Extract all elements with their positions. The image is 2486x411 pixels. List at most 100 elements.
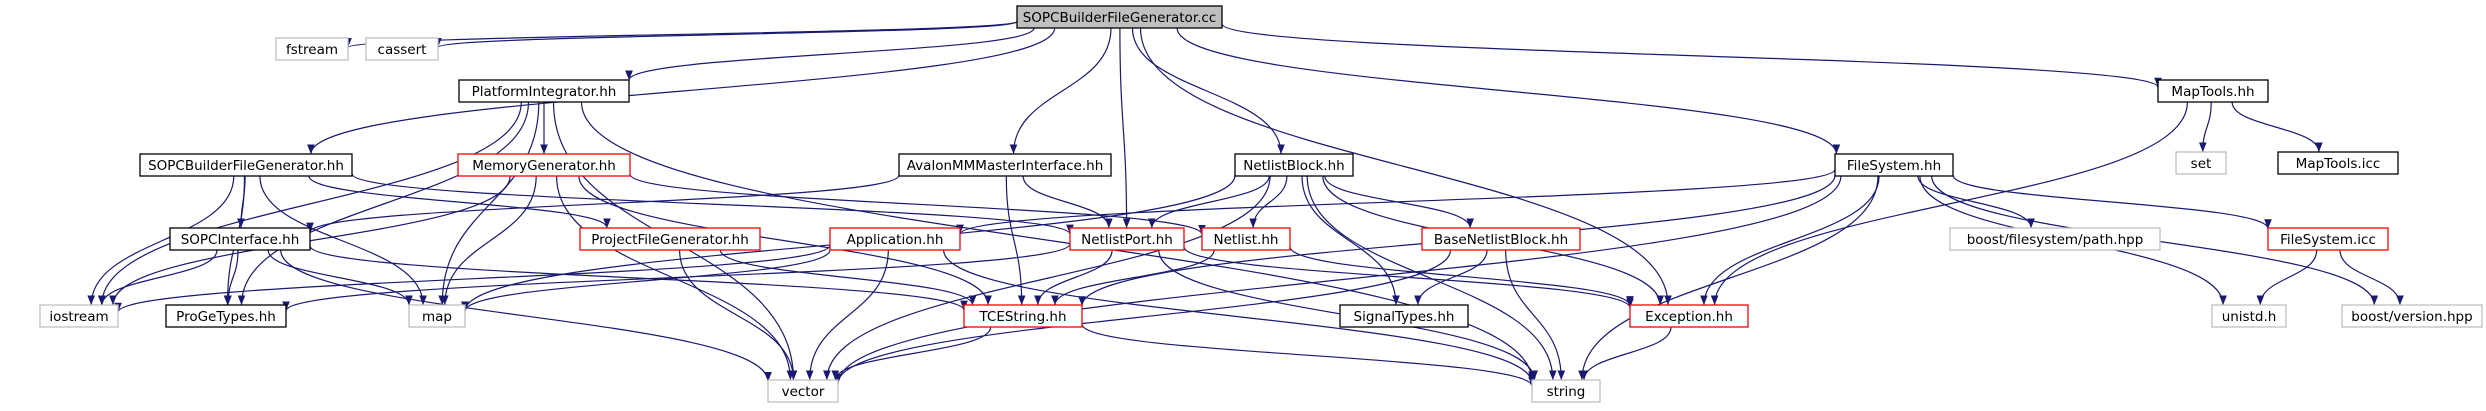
node-projfilegen[interactable]: ProjectFileGenerator.hh — [579, 227, 761, 251]
node-box-progetypes — [165, 304, 287, 328]
node-box-sopcbfg — [139, 153, 353, 177]
node-box-set — [2175, 151, 2227, 175]
edge-root-to-fstream — [344, 20, 1018, 49]
edge-root-to-maptools — [1221, 23, 2162, 88]
edge-application-to-string — [943, 249, 1536, 384]
node-label-sopcbfg: SOPCBuilderFileGenerator.hh — [148, 158, 344, 174]
edge-netlistblock-to-netlistport — [1148, 175, 1270, 229]
node-tcestring[interactable]: TCEString.hh — [963, 304, 1083, 328]
edge-netlist-to-tcestring — [1051, 249, 1215, 306]
node-label-string: string — [1547, 384, 1586, 400]
node-label-cassert: cassert — [378, 42, 427, 58]
edge-maptools-to-exception — [1710, 101, 2188, 306]
node-avalon[interactable]: AvalonMMMasterInterface.hh — [898, 153, 1112, 177]
edge-memgen-to-iostream — [109, 175, 511, 306]
edge-platformintegrator-to-string — [580, 101, 1536, 382]
edge-filesystemicc-to-unistd — [2256, 249, 2318, 306]
edge-netlistblock-to-signaltypes — [1301, 175, 1400, 306]
node-label-basenetlist: BaseNetlistBlock.hh — [1434, 232, 1568, 248]
node-label-netlist: Netlist.hh — [1214, 232, 1279, 248]
node-sopcbfg[interactable]: SOPCBuilderFileGenerator.hh — [139, 153, 353, 177]
edge-root-to-cassert — [434, 21, 1018, 48]
node-label-exception: Exception.hh — [1645, 309, 1733, 325]
node-unistd: unistd.h — [2211, 304, 2287, 328]
node-root[interactable]: SOPCBuilderFileGenerator.cc — [1016, 5, 1223, 29]
edge-avalon-to-netlistport — [1022, 175, 1113, 229]
edge-netlistblock-to-netlist — [1249, 175, 1288, 229]
node-maptoolsicc[interactable]: MapTools.icc — [2277, 151, 2399, 175]
edge-sopciface-to-tcestring — [309, 245, 968, 311]
edge-netlistport-to-tcestring — [1034, 249, 1113, 306]
node-application[interactable]: Application.hh — [829, 227, 961, 251]
node-filesystem[interactable]: FileSystem.hh — [1834, 153, 1954, 177]
node-sopciface[interactable]: SOPCInterface.hh — [169, 227, 311, 251]
node-box-iostream — [39, 304, 119, 328]
node-box-unistd — [2211, 304, 2287, 328]
edge-root-to-sopcbfg — [307, 27, 1056, 155]
node-label-boostversion: boost/version.hpp — [2351, 309, 2472, 325]
node-label-netlistblock: NetlistBlock.hh — [1243, 158, 1344, 174]
node-label-map: map — [422, 309, 452, 325]
edge-sopcbfg-to-iostream — [87, 175, 235, 306]
node-netlistport[interactable]: NetlistPort.hh — [1069, 227, 1185, 251]
node-maptools[interactable]: MapTools.hh — [2157, 79, 2269, 103]
node-box-root — [1016, 5, 1223, 29]
node-label-root: SOPCBuilderFileGenerator.cc — [1023, 10, 1217, 26]
node-label-avalon: AvalonMMMasterInterface.hh — [907, 158, 1104, 174]
edge-netlistblock-to-vector — [823, 175, 1271, 381]
node-filesystemicc[interactable]: FileSystem.icc — [2267, 227, 2389, 251]
edge-netlistport-to-progetypes — [282, 243, 1071, 312]
edge-sopcbfg-to-projfilegen — [308, 175, 611, 229]
node-box-platformintegrator — [458, 79, 630, 103]
edge-root-to-netlistblock — [1131, 27, 1285, 155]
node-box-netlistblock — [1234, 153, 1354, 177]
node-label-iostream: iostream — [49, 309, 108, 325]
node-box-maptools — [2157, 79, 2269, 103]
node-basenetlist[interactable]: BaseNetlistBlock.hh — [1421, 227, 1581, 251]
edge-root-to-netlistport — [1119, 27, 1131, 229]
node-netlist[interactable]: Netlist.hh — [1201, 227, 1291, 251]
edge-memgen-to-map — [440, 175, 537, 306]
node-label-platformintegrator: PlatformIntegrator.hh — [472, 84, 617, 100]
edge-memgen-to-tcestring — [578, 175, 992, 306]
edge-netlist-to-exception — [1289, 246, 1634, 306]
node-memgen[interactable]: MemoryGenerator.hh — [457, 153, 631, 177]
edge-platformintegrator-to-map — [438, 101, 540, 306]
edge-projfilegen-to-vector — [679, 249, 798, 381]
node-boostpath: boost/filesystem/path.hpp — [1949, 227, 2161, 251]
edge-filesystem-to-boostpath — [1917, 175, 2035, 229]
node-box-projfilegen — [579, 227, 761, 251]
edge-application-to-iostream — [114, 244, 831, 313]
node-box-sopciface — [169, 227, 311, 251]
edge-application-to-vector — [805, 249, 889, 381]
edge-exception-to-string — [1580, 326, 1672, 381]
node-box-filesystem — [1834, 153, 1954, 177]
node-label-projfilegen: ProjectFileGenerator.hh — [591, 232, 749, 248]
node-label-vector: vector — [782, 384, 825, 400]
node-set: set — [2175, 151, 2227, 175]
node-label-memgen: MemoryGenerator.hh — [472, 158, 616, 174]
node-box-signaltypes — [1339, 304, 1469, 328]
edge-application-to-map — [461, 249, 831, 312]
edge-tcestring-to-string — [1081, 323, 1536, 387]
node-box-fstream — [275, 37, 349, 61]
edge-sopciface-to-vector — [280, 249, 772, 382]
node-box-cassert — [365, 37, 439, 61]
edge-filesystem-to-application — [956, 168, 1836, 235]
node-platformintegrator[interactable]: PlatformIntegrator.hh — [458, 79, 630, 103]
node-label-sopciface: SOPCInterface.hh — [181, 232, 300, 248]
node-signaltypes[interactable]: SignalTypes.hh — [1339, 304, 1469, 328]
edge-filesystem-to-filesystemicc — [1952, 174, 2272, 230]
node-label-set: set — [2191, 156, 2212, 172]
node-box-basenetlist — [1421, 227, 1581, 251]
node-progetypes[interactable]: ProGeTypes.hh — [165, 304, 287, 328]
node-box-filesystemicc — [2267, 227, 2389, 251]
edge-sopciface-to-progetypes — [224, 249, 239, 306]
edge-maptools-to-set — [2198, 101, 2212, 153]
node-box-boostpath — [1949, 227, 2161, 251]
edge-basenetlist-to-vector — [834, 249, 1452, 384]
node-exception[interactable]: Exception.hh — [1629, 304, 1749, 328]
edge-sopciface-to-map — [267, 249, 413, 306]
node-netlistblock[interactable]: NetlistBlock.hh — [1234, 153, 1354, 177]
